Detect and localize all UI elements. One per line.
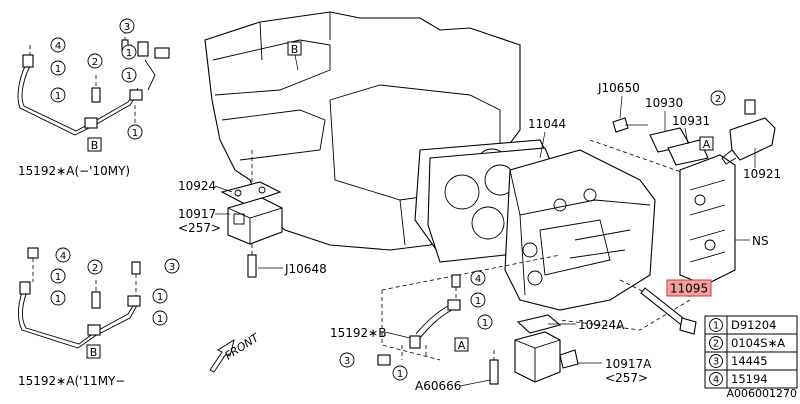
- callout-one: 1: [121, 44, 137, 60]
- ref-a-box-bottom: A: [458, 339, 466, 352]
- legend-row: 1 D91204: [709, 318, 776, 332]
- svg-text:2: 2: [92, 263, 98, 274]
- svg-text:3: 3: [169, 262, 175, 273]
- callout-one: 1: [152, 310, 168, 326]
- label-11095[interactable]: 11095: [670, 282, 708, 296]
- legend-row: 2 0104S∗A: [709, 336, 785, 350]
- callout-three: 3: [164, 258, 180, 274]
- legend-part-number: 14445: [731, 354, 768, 368]
- svg-text:1: 1: [157, 314, 163, 325]
- svg-text:4: 4: [60, 251, 66, 262]
- legend-part-number: 0104S∗A: [731, 336, 785, 350]
- svg-text:1: 1: [126, 71, 132, 82]
- svg-text:1: 1: [55, 294, 61, 305]
- callout-one: 1: [50, 87, 66, 103]
- callout-one: 1: [127, 124, 143, 140]
- svg-text:4: 4: [475, 274, 481, 285]
- callout-two: 2: [87, 53, 103, 69]
- legend-row: 3 14445: [709, 354, 768, 368]
- legend-row: 4 15194: [709, 372, 768, 386]
- legend-part-number: 15194: [731, 372, 768, 386]
- callout-one: 1: [152, 288, 168, 304]
- svg-text:1: 1: [55, 272, 61, 283]
- legend-number: 2: [713, 339, 719, 350]
- diagram-id: A006001270: [726, 387, 797, 400]
- part-11095-highlight[interactable]: [666, 279, 712, 297]
- label-11044: 11044: [528, 117, 566, 131]
- callout-one: 1: [50, 60, 66, 76]
- svg-text:2: 2: [92, 57, 98, 68]
- oil-switching-valve-left: B 10924 10917 <257> J10648: [178, 41, 327, 278]
- label-10924a: 10924A: [578, 318, 625, 332]
- ref-b-box-engine: B: [291, 43, 299, 56]
- label-10931: 10931: [672, 114, 710, 128]
- svg-text:1: 1: [397, 369, 403, 380]
- callout-three: 3: [119, 18, 135, 34]
- label-10917-sub: <257>: [178, 221, 221, 235]
- legend-number: 4: [713, 375, 719, 386]
- callout-four: 4: [55, 247, 71, 263]
- label-10917a-sub: <257>: [605, 371, 648, 385]
- label-10924: 10924: [178, 179, 216, 193]
- svg-text:1: 1: [126, 48, 132, 59]
- svg-text:3: 3: [344, 356, 350, 367]
- callout-one: 1: [121, 67, 137, 83]
- label-j10648: J10648: [284, 262, 327, 276]
- label-15192a-new: 15192∗A('11MY−: [18, 374, 125, 388]
- label-15192b: 15192∗B: [330, 326, 386, 340]
- bottom-components: 15192∗B A 10924A 10917A <257> A60666 FRO…: [209, 274, 652, 393]
- right-components: J10650 10930 10931 A NS 10921 11044 1: [528, 81, 781, 335]
- legend-number: 1: [713, 321, 719, 332]
- callout-one: 1: [50, 290, 66, 306]
- callout-two: 2: [710, 90, 726, 106]
- label-j10650: J10650: [597, 81, 640, 95]
- legend-table: 1 D91204 2 0104S∗A 3 14445 4 15194: [704, 315, 798, 389]
- label-ns: NS: [752, 234, 769, 248]
- oil-pipe-upper: B 15192∗A(−'10MY): [17, 30, 170, 178]
- svg-text:1: 1: [55, 91, 61, 102]
- svg-text:1: 1: [132, 128, 138, 139]
- ref-a-box-right: A: [703, 138, 711, 151]
- label-10921: 10921: [743, 167, 781, 181]
- svg-text:1: 1: [482, 318, 488, 329]
- cylinder-head: [381, 139, 691, 361]
- ref-b-box-upper: B: [91, 139, 99, 152]
- callout-three: 3: [339, 352, 355, 368]
- svg-text:2: 2: [715, 94, 721, 105]
- label-10917: 10917: [178, 207, 216, 221]
- ref-b-box-lower: B: [90, 346, 98, 359]
- callout-four: 4: [470, 270, 486, 286]
- callout-one: 1: [50, 268, 66, 284]
- label-a60666: A60666: [415, 379, 461, 393]
- label-10917a: 10917A: [605, 357, 652, 371]
- legend-part-number: D91204: [731, 318, 776, 332]
- svg-text:1: 1: [157, 292, 163, 303]
- front-arrow-label: FRONT: [223, 330, 263, 362]
- svg-text:3: 3: [124, 22, 130, 33]
- oil-pipe-lower: B 15192∗A('11MY−: [18, 247, 141, 388]
- callout-two: 2: [87, 259, 103, 275]
- callout-one: 1: [392, 365, 408, 381]
- svg-text:1: 1: [475, 296, 481, 307]
- callout-one: 1: [470, 292, 486, 308]
- callout-four: 4: [50, 37, 66, 53]
- label-10930: 10930: [645, 96, 683, 110]
- svg-text:1: 1: [55, 64, 61, 75]
- svg-text:4: 4: [55, 41, 61, 52]
- label-15192a-old: 15192∗A(−'10MY): [18, 164, 130, 178]
- legend-number: 3: [713, 357, 719, 368]
- callout-one: 1: [477, 314, 493, 330]
